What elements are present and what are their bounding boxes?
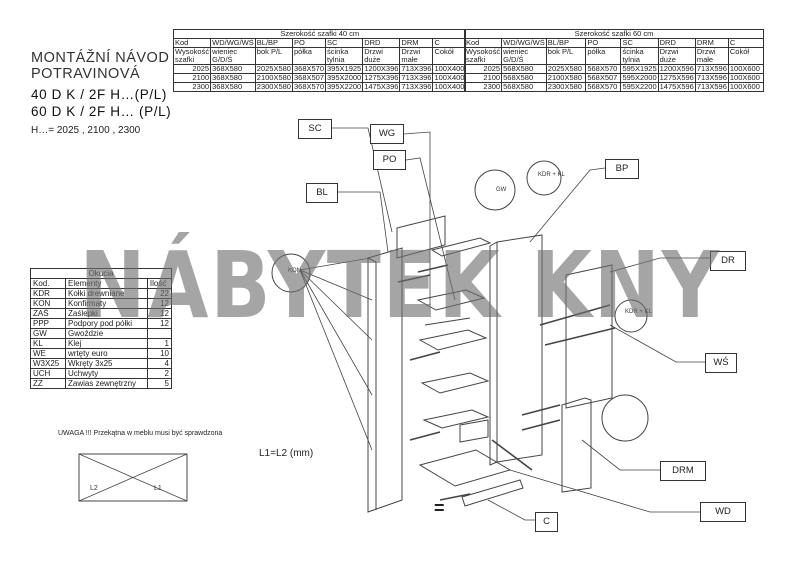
- callout-drm: DRM: [660, 461, 706, 481]
- table-cell: 2300: [172, 82, 212, 92]
- title-line-2: POTRAVINOVÁ: [31, 66, 141, 82]
- detail-label-kdr-top: KDR + KL: [538, 172, 566, 178]
- header-cell: Wysokość szafki: [172, 47, 212, 65]
- detail-label-gw: GW: [496, 187, 507, 193]
- spec-table-60-header-1: Kod WD/WG/WŚ BL/BP PO SC DRD DRM C: [463, 38, 765, 48]
- diagonal-equation: L1=L2 (mm): [259, 448, 314, 459]
- document-title: MONTÁŽNÍ NÁVOD POTRAVINOVÁ: [31, 50, 169, 82]
- height-variants: H…= 2025 , 2100 , 2300: [31, 125, 141, 136]
- spec-table-40-header-2: Wysokość szafki wieniec G/D/Ś bok P/L pó…: [172, 47, 467, 65]
- callout-dr: DR: [710, 251, 746, 271]
- callout-c: C: [535, 512, 558, 532]
- table-cell: 5: [146, 378, 173, 389]
- table-cell: ZZ: [29, 378, 67, 389]
- spec-table-60: Szerokość szafki 60 cm Kod WD/WG/WŚ BL/B…: [463, 29, 765, 92]
- title-line-1: MONTÁŽNÍ NÁVOD: [31, 50, 170, 66]
- table-row: 2300 368X580 2300X580 368X570 395X2200 1…: [172, 82, 467, 92]
- callout-po: PO: [373, 150, 406, 170]
- table-row: 2100 568X580 2100X580 568X507 595X2000 1…: [463, 73, 765, 83]
- table-row: 2300 568X580 2300X580 568X570 595X2200 1…: [463, 82, 765, 92]
- diagonal-check-box: [78, 453, 188, 502]
- assembly-arrows: [397, 264, 616, 501]
- detail-label-kon: KON: [288, 268, 301, 274]
- callout-wd: WD: [700, 502, 746, 522]
- spec-table-40: Szerokość szafki 40 cm Kod WD/WG/WŚ BL/B…: [172, 29, 467, 92]
- detail-label-kdr-side: KDR + KL: [625, 309, 653, 315]
- callout-bp: BP: [605, 159, 639, 179]
- diagonal-warning: UWAGA !!! Przekątna w meblu musi być spr…: [58, 430, 223, 437]
- table-cell: 100X600: [727, 82, 765, 92]
- equals-sign: =: [434, 498, 445, 518]
- cabinet-exploded-view: [367, 215, 613, 513]
- table-cell: 595X2200: [620, 82, 659, 92]
- table-cell: 1475X396: [362, 82, 401, 92]
- callout-sc: SC: [298, 119, 332, 139]
- diagonal-label-l2: L2: [90, 485, 98, 492]
- model-code-40: 40 D K / 2F H…(P/L): [31, 87, 167, 102]
- callout-ws: WŚ: [705, 353, 737, 373]
- model-codes: 40 D K / 2F H…(P/L) 60 D K / 2F H… (P/L)…: [31, 86, 171, 139]
- header-cell: ścinka tylnia: [620, 47, 659, 65]
- callout-wg: WG: [370, 124, 404, 144]
- callout-leaders: [299, 127, 710, 521]
- table-cell: 568X580: [501, 82, 547, 92]
- model-code-60: 60 D K / 2F H… (P/L): [31, 104, 172, 119]
- table-cell: 2300X580: [254, 82, 293, 92]
- table-cell: 1475X596: [657, 82, 696, 92]
- header-cell: wieniec G/D/Ś: [501, 47, 547, 65]
- diagonal-label-l1: L1: [154, 485, 162, 492]
- table-cell: 2300: [463, 82, 503, 92]
- callout-bl: BL: [306, 183, 338, 203]
- detail-circles: [271, 160, 649, 442]
